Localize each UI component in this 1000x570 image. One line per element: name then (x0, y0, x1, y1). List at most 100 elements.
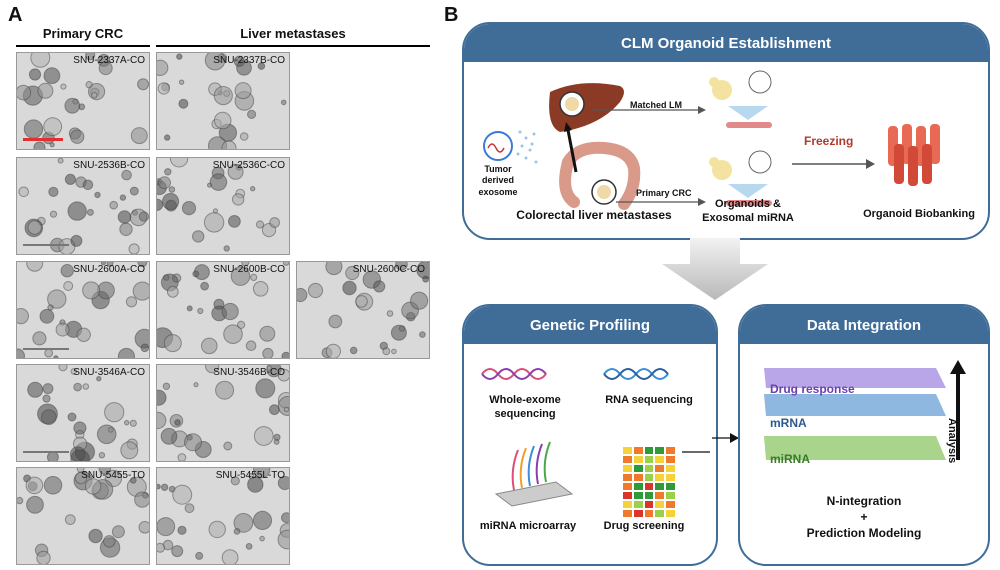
heatmap-cell (643, 500, 655, 509)
organoid-blob (157, 483, 161, 490)
drug-screening-heatmap (622, 446, 676, 518)
heatmap-cell (643, 482, 655, 491)
organoid-blob (171, 545, 184, 558)
integration-box: Data Integration Drug response mRNA miRN… (738, 304, 990, 566)
organoid-blob (252, 510, 273, 531)
microarray-icon (494, 441, 574, 507)
organoid-blob (119, 222, 133, 237)
tumor-exosome-label: Tumor derived exosome (478, 164, 518, 197)
organoids-label: Organoids & Exosomal miRNA (702, 198, 794, 224)
organoid-blob (233, 528, 241, 535)
organoid-dish-icon (709, 150, 772, 206)
heatmap-cell (654, 482, 666, 491)
organoid-blob (178, 98, 189, 109)
heatmap-cell (654, 509, 666, 518)
organoid-blob (281, 512, 289, 524)
organoid-blob (386, 310, 394, 317)
micrograph-texture (17, 262, 149, 358)
organoid-blob (43, 475, 63, 495)
organoid-blob (91, 92, 98, 99)
prediction-modeling-label: Prediction Modeling (806, 526, 922, 540)
exosome-icon (483, 130, 538, 164)
organoid-blob (33, 141, 46, 149)
organoid-blob (55, 322, 70, 337)
organoid-blob (239, 132, 249, 141)
column-header-liver-metastases: Liver metastases (240, 26, 346, 41)
drug-response-label: Drug response (770, 382, 855, 396)
organoid-blob (223, 245, 230, 252)
organoid-blob (98, 61, 113, 76)
dna-helix-icon (481, 368, 547, 380)
organoid-blob (130, 127, 148, 145)
organoid-blob (163, 334, 182, 353)
organoid-image-tile: SNU-2536B-CO (16, 157, 150, 255)
panel-b-letter: B (444, 4, 459, 26)
organoid-blob (234, 82, 252, 100)
organoid-blob (233, 513, 254, 533)
organoid-blob (349, 346, 358, 355)
mirna-label: miRNA (770, 452, 811, 466)
organoid-blob (255, 378, 276, 399)
scale-bar (23, 138, 63, 141)
organoid-blob (247, 109, 257, 120)
heatmap-cell (632, 455, 644, 464)
establishment-title: CLM Organoid Establishment (464, 24, 988, 62)
heatmap-cell (632, 464, 644, 473)
heatmap-cell (665, 500, 676, 509)
mrna-label: mRNA (770, 416, 807, 430)
organoid-blob (160, 483, 169, 491)
organoid-blob (28, 68, 42, 81)
heatmap-cell (665, 464, 676, 473)
organoid-blob (96, 424, 117, 445)
heatmap-cell (622, 482, 633, 491)
organoid-blob (164, 168, 172, 176)
organoid-blob (129, 477, 137, 484)
organoid-blob (157, 389, 167, 406)
organoid-blob (245, 340, 257, 351)
organoid-blob (132, 281, 149, 301)
organoid-blob (174, 419, 181, 426)
heatmap-cell (665, 446, 676, 455)
organoid-blob (100, 262, 106, 266)
heatmap-cell (632, 482, 644, 491)
organoid-blob (117, 347, 135, 358)
column-header-primary-crc: Primary CRC (42, 26, 124, 41)
organoid-image-tile: SNU-2600B-CO (156, 261, 290, 359)
integration-arrowhead (712, 433, 739, 443)
heatmap-cell (622, 455, 633, 464)
rna-helix-icon (603, 368, 669, 380)
organoid-blob (419, 331, 426, 338)
heatmap-cell (654, 473, 666, 482)
organoid-blob (43, 117, 63, 136)
drug-screening-label: Drug screening (603, 520, 685, 532)
organoid-blob (37, 403, 58, 425)
header-rule-liver (156, 45, 430, 47)
organoid-blob (26, 495, 44, 514)
organoid-blob (184, 433, 202, 452)
micrograph-texture (17, 468, 149, 564)
organoid-blob (84, 478, 102, 495)
organoid-blob (36, 550, 51, 564)
heatmap-cell (632, 473, 644, 482)
organoid-blob (42, 394, 51, 403)
panel-a-letter: A (8, 4, 23, 26)
heatmap-cell (622, 500, 633, 509)
organoid-blob (49, 142, 55, 148)
organoid-blob (64, 97, 81, 114)
organoid-blob (67, 412, 77, 422)
organoid-blob (201, 337, 218, 355)
organoid-blob (103, 535, 116, 548)
organoid-blob (273, 433, 281, 441)
organoid-blob (177, 525, 187, 535)
micrograph-texture (157, 53, 287, 149)
organoid-blob (228, 215, 241, 228)
establishment-box: CLM Organoid Establishment (462, 22, 990, 240)
biobanking-label: Organoid Biobanking (863, 208, 975, 220)
organoid-blob (25, 476, 44, 495)
organoid-label: SNU-2600C-CO (352, 264, 425, 275)
organoid-blob (169, 158, 189, 168)
establishment-diagram (483, 70, 940, 210)
organoid-blob (138, 521, 149, 534)
organoid-blob (307, 282, 324, 299)
organoid-blob (325, 262, 343, 276)
